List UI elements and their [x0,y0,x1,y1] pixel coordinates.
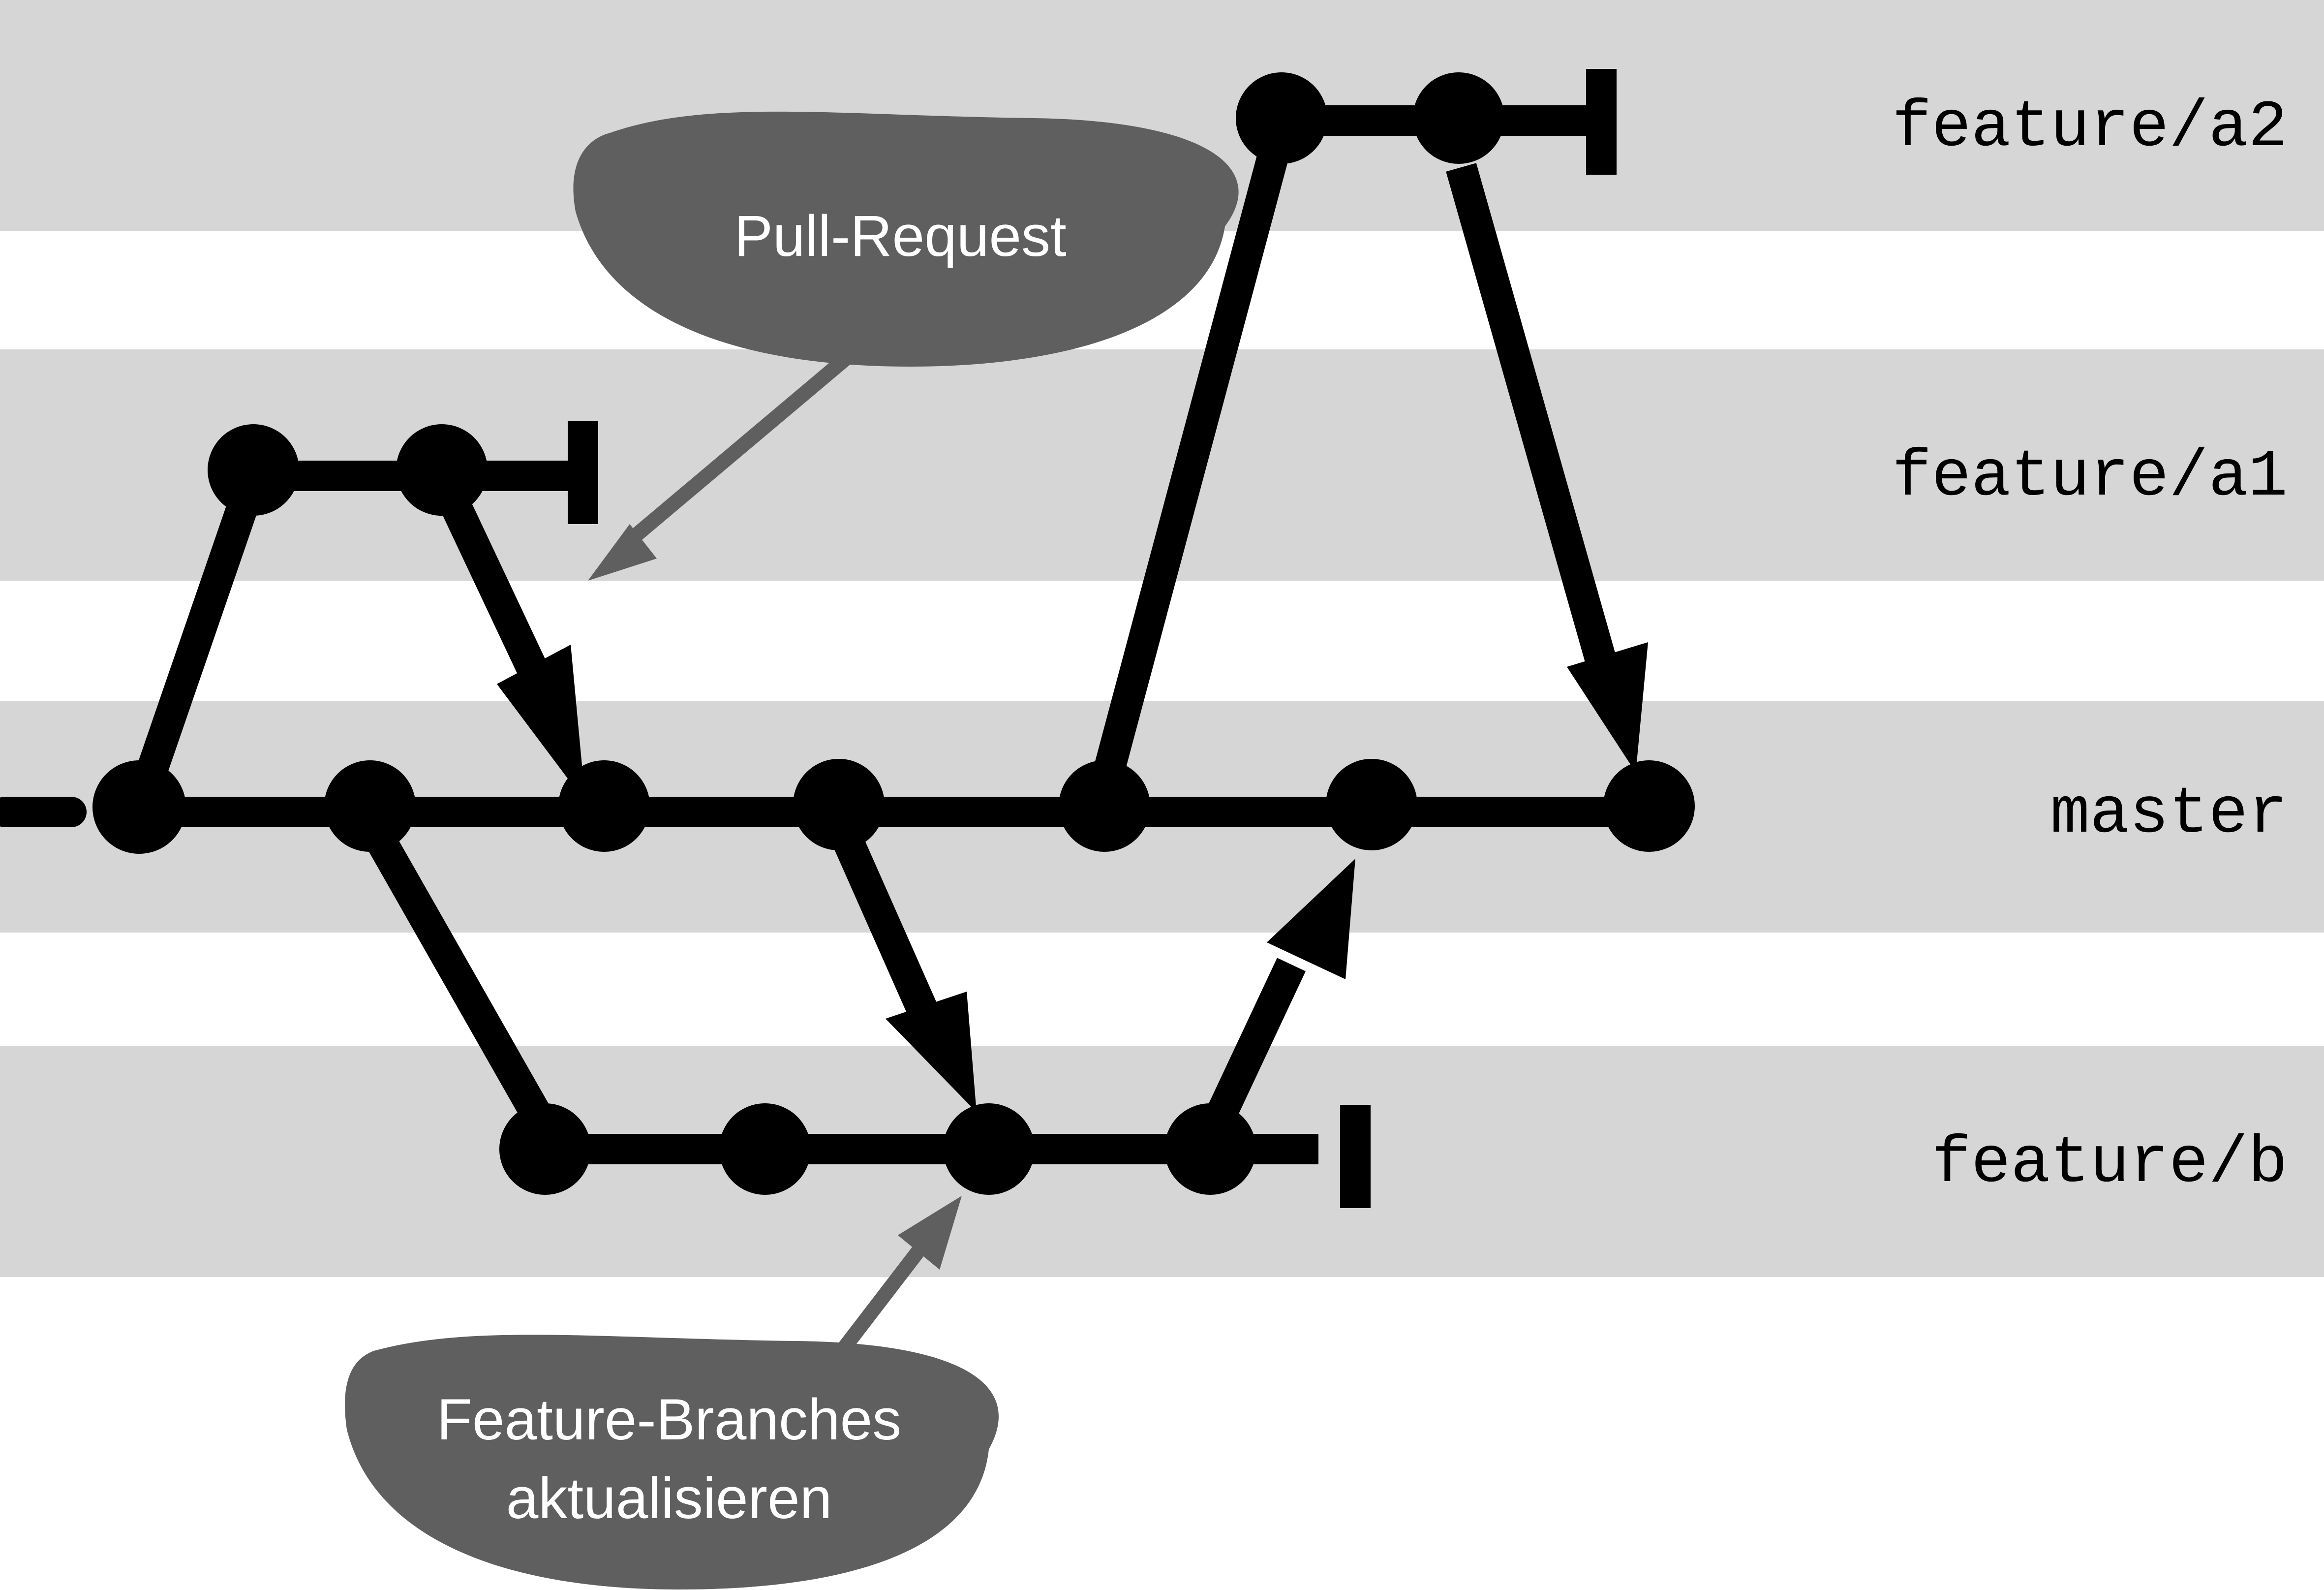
merge-arrowhead [1267,859,1355,979]
commit-node [1413,72,1504,164]
commit-node [1326,759,1417,850]
callout-bubble [345,1335,999,1590]
commit-node [558,760,650,852]
lane-labels: feature/a2 feature/a1 master feature/b [1892,91,2288,1201]
commit-node [943,1103,1035,1195]
commit-node [719,1103,811,1195]
callout-pull-request: Pull-Request [573,111,1239,581]
callout-pointer-arrowhead [588,524,657,581]
callout-pointer [630,352,851,542]
merge-feature-a2-into-master [1446,163,1648,773]
lane-label-feature-a1: feature/a1 [1892,440,2288,515]
merge-arrowhead [886,992,977,1112]
commit-node [793,759,885,850]
merge-feature-b-into-master [1201,859,1355,1134]
commits [92,72,1695,1195]
commit-node [324,760,416,852]
commit-node [92,760,186,854]
commit-node [1164,1103,1256,1195]
commit-node [1236,72,1327,164]
lane-label-feature-b: feature/b [1931,1126,2288,1201]
callout-text-aktualisieren: aktualisieren [506,1466,832,1531]
callout-text-feature-branches: Feature-Branches [437,1387,901,1452]
branch-off-feature-b [358,816,559,1137]
commit-node [208,424,299,516]
merge-master-into-feature-b [829,825,977,1112]
callout-update-feature-branches: Feature-Branches aktualisieren [345,1196,999,1590]
merge-arrows [438,163,1648,1134]
commit-node [396,424,488,516]
merge-arrowhead [497,645,585,802]
commit-node [1059,760,1150,852]
lane-bands [0,0,2324,1277]
commit-node [1603,760,1695,852]
callout-pointer [838,1238,931,1353]
callout-pointer-arrowhead [898,1196,962,1270]
commit-node [499,1103,591,1195]
callout-text-pull-request: Pull-Request [734,204,1067,269]
merge-feature-a1-into-master [438,493,585,802]
lane-label-feature-a2: feature/a2 [1892,91,2288,165]
lane-label-master: master [2050,777,2288,852]
callout-bubble [573,111,1239,367]
merge-arrowhead [1567,642,1648,773]
branch-off-feature-a1 [124,492,261,812]
branch-off-feature-a2 [1089,138,1292,792]
